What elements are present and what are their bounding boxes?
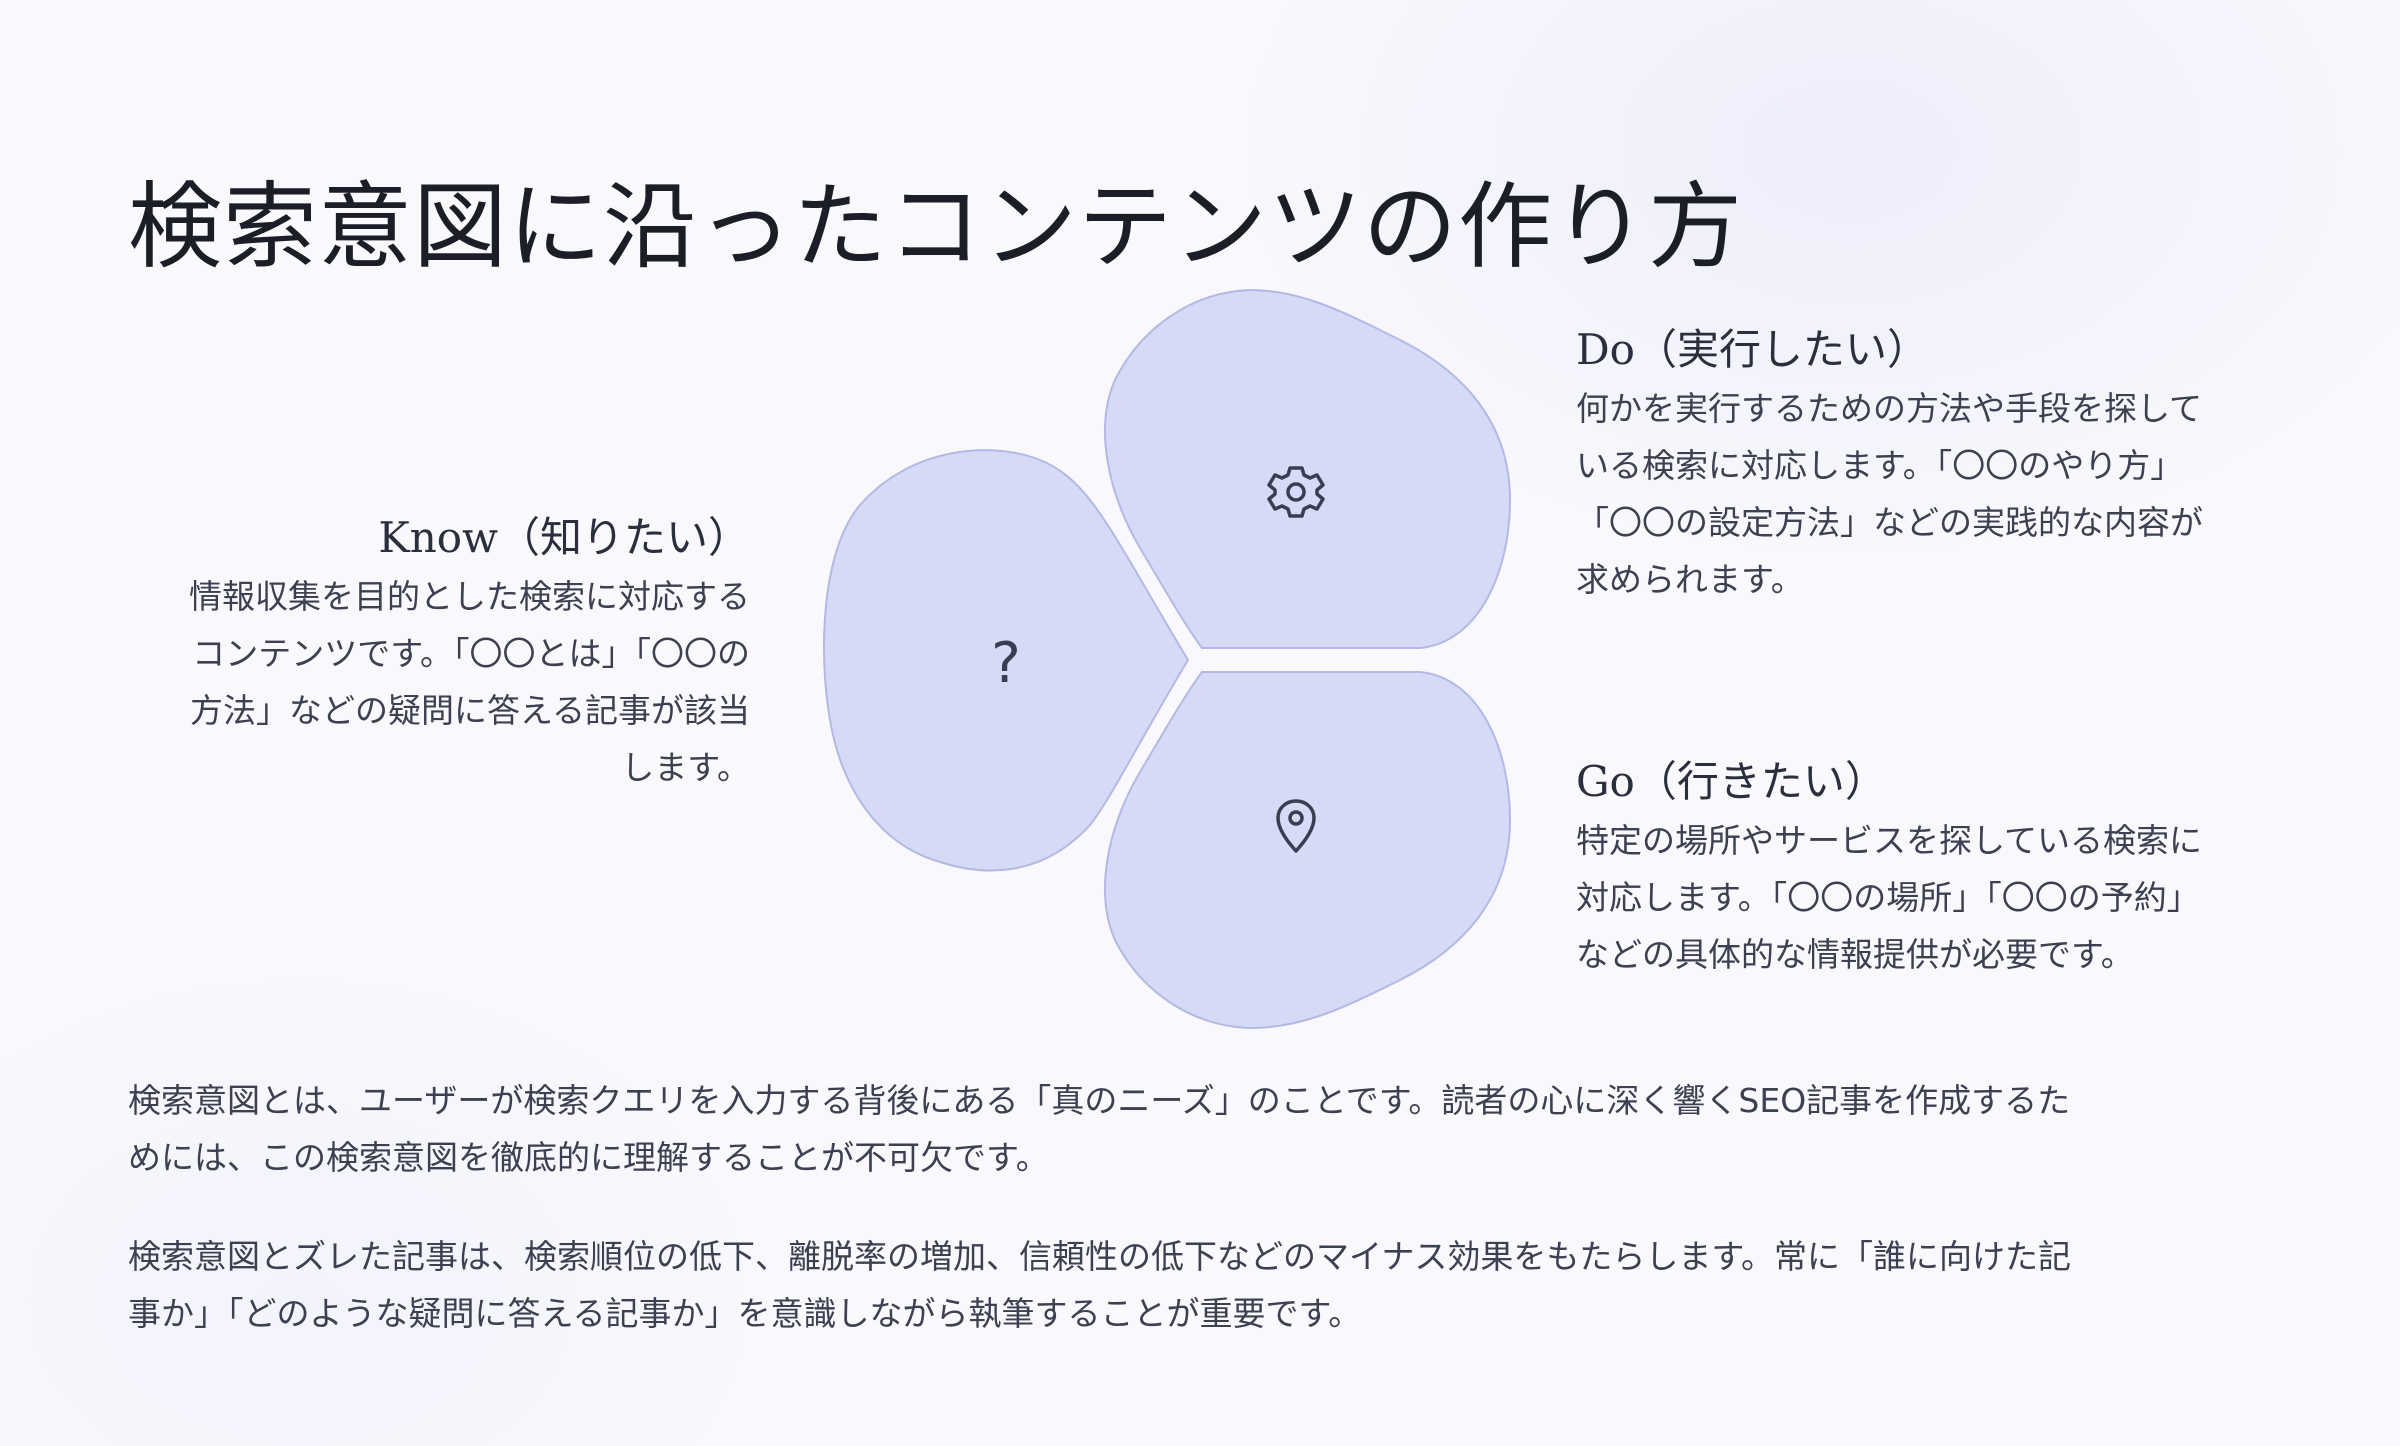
do-description-line: いる検索に対応します。「〇〇のやり方」 <box>1576 446 2184 485</box>
page-title: 検索意図に沿ったコンテンツの作り方 <box>128 172 1744 282</box>
do-description: 何かを実行するための方法や手段を探して いる検索に対応します。「〇〇のやり方」 … <box>1576 380 2296 608</box>
question-mark-icon: ? <box>991 631 1021 696</box>
go-description-line: などの具体的な情報提供が必要です。 <box>1576 935 2134 974</box>
know-description-line: コンテンツです。「〇〇とは」「〇〇の <box>192 634 750 673</box>
know-heading: Know（知りたい） <box>378 513 750 562</box>
know-description: 情報収集を目的とした検索に対応する コンテンツです。「〇〇とは」「〇〇の 方法」… <box>120 568 750 796</box>
do-heading: Do（実行したい） <box>1576 325 1929 374</box>
warning-paragraph-line: 検索意図とズレた記事は、検索順位の低下、離脱率の増加、信頼性の低下などのマイナス… <box>128 1237 2072 1276</box>
intro-paragraph: 検索意図とは、ユーザーが検索クエリを入力する背後にある「真のニーズ」のことです。… <box>128 1072 2288 1186</box>
go-description-line: 対応します。「〇〇の場所」「〇〇の予約」 <box>1576 878 2200 917</box>
do-description-line: 何かを実行するための方法や手段を探して <box>1576 389 2203 428</box>
go-section: Go（行きたい） 特定の場所やサービスを探している検索に 対応します。「〇〇の場… <box>1576 752 2296 983</box>
go-heading: Go（行きたい） <box>1576 757 1887 806</box>
know-description-line: 方法」などの疑問に答える記事が該当 <box>189 691 750 730</box>
know-petal <box>822 449 1190 872</box>
know-description-line: します。 <box>621 748 750 787</box>
know-section: Know（知りたい） 情報収集を目的とした検索に対応する コンテンツです。「〇〇… <box>120 508 750 796</box>
do-petal <box>1104 288 1512 649</box>
do-description-line: 「〇〇の設定方法」などの実践的な内容が <box>1576 503 2203 542</box>
intro-paragraph-line: 検索意図とは、ユーザーが検索クエリを入力する背後にある「真のニーズ」のことです。… <box>128 1081 2071 1120</box>
map-pin-icon <box>1276 799 1316 853</box>
do-section: Do（実行したい） 何かを実行するための方法や手段を探して いる検索に対応します… <box>1576 320 2296 608</box>
intro-paragraph-line: めには、この検索意図を徹底的に理解することが不可欠です。 <box>128 1138 1049 1177</box>
go-description-line: 特定の場所やサービスを探している検索に <box>1576 821 2203 860</box>
gear-icon <box>1267 466 1325 518</box>
warning-paragraph: 検索意図とズレた記事は、検索順位の低下、離脱率の増加、信頼性の低下などのマイナス… <box>128 1228 2288 1342</box>
do-description-line: 求められます。 <box>1576 560 1804 599</box>
go-description: 特定の場所やサービスを探している検索に 対応します。「〇〇の場所」「〇〇の予約」… <box>1576 812 2296 983</box>
go-petal <box>1104 671 1512 1030</box>
know-description-line: 情報収集を目的とした検索に対応する <box>189 577 750 616</box>
warning-paragraph-line: 事か」「どのような疑問に答える記事か」を意識しながら執筆することが重要です。 <box>128 1294 1362 1333</box>
